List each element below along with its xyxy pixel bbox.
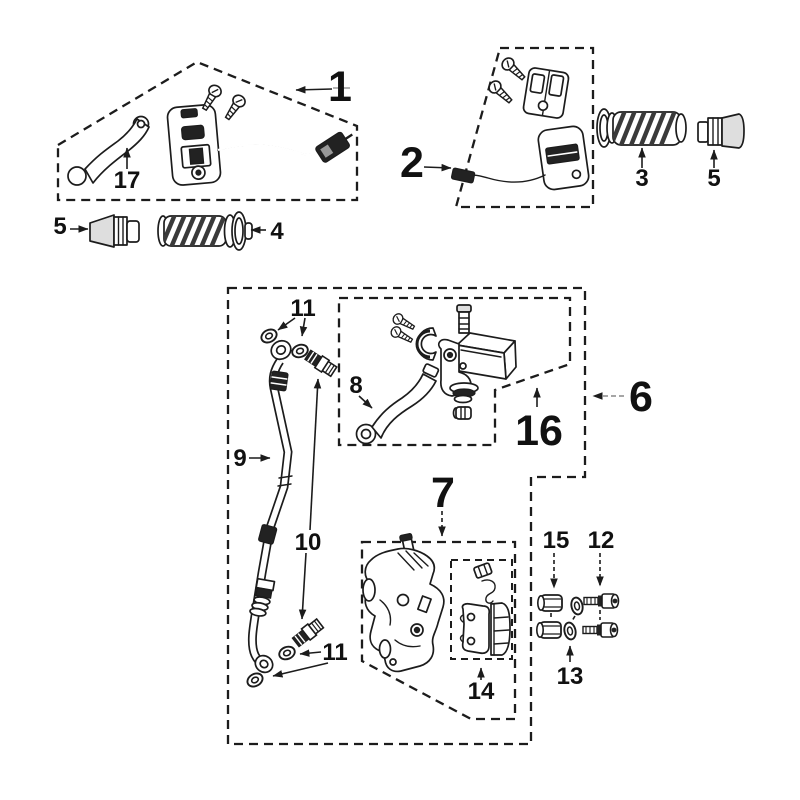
callout-7: 7 — [431, 469, 455, 517]
hose-end-fitting — [249, 577, 276, 617]
caliper-bolt-b — [582, 622, 619, 638]
callout-12: 12 — [588, 527, 615, 554]
master-cylinder-reservoir — [456, 332, 517, 380]
pad-spring-clips — [473, 562, 496, 604]
clutch-lever — [67, 115, 150, 186]
callout-9: 9 — [233, 445, 246, 472]
sealing-washer-bottom-a — [276, 643, 298, 663]
reservoir-cap-bolt — [456, 304, 472, 334]
right-switch-housing-lower — [450, 125, 590, 191]
arrow-to-banjo-10-lower — [298, 552, 307, 620]
lever-clamp-piece — [452, 406, 472, 420]
arrow-to-washer-11-top-a — [277, 317, 296, 331]
callout-8: 8 — [349, 372, 362, 399]
callout-17: 17 — [114, 167, 141, 194]
group-box-2 — [454, 46, 595, 209]
bar-end-weight-left — [89, 214, 140, 248]
arrow-to-washer-11-bottom-b — [272, 662, 329, 678]
throttle-grip — [596, 108, 687, 148]
arrow-to-box-2 — [423, 163, 452, 172]
arrow-to-washer-11-top-b — [299, 317, 308, 337]
callout-3: 3 — [635, 165, 648, 192]
callout-2: 2 — [400, 139, 424, 187]
front-brake-lever — [355, 363, 440, 445]
left-handlebar-grip — [157, 211, 253, 251]
left-switch-wire-harness — [217, 131, 353, 163]
group-box-7 — [360, 540, 517, 721]
caliper-washer-a — [568, 595, 586, 617]
arrow-to-banjo-10-upper — [309, 378, 322, 531]
wire-connector — [315, 131, 353, 163]
callout-14: 14 — [468, 678, 495, 705]
callout-13: 13 — [557, 663, 584, 690]
caliper-bolt-a — [583, 593, 620, 609]
caliper-washer-b — [561, 620, 579, 642]
group-box-14 — [450, 559, 513, 660]
wire-connector — [450, 167, 476, 184]
callout-4: 4 — [270, 218, 284, 245]
callout-5-right: 5 — [707, 165, 720, 192]
master-cylinder-body — [438, 338, 479, 404]
master-cylinder-screws — [388, 311, 417, 347]
callout-arrows — [70, 85, 718, 680]
callout-11-top: 11 — [290, 295, 315, 322]
callout-5-left: 5 — [53, 213, 66, 240]
right-switch-mounting-screws — [485, 54, 529, 107]
arrow-to-lever-8 — [358, 395, 373, 409]
callout-11-bottom: 11 — [322, 639, 347, 666]
right-switch-housing-upper — [522, 67, 570, 119]
callout-10: 10 — [295, 529, 322, 556]
bar-end-weight-right — [697, 113, 745, 149]
callout-15: 15 — [543, 527, 570, 554]
link-washers-13 — [571, 615, 576, 622]
callout-6: 6 — [629, 373, 653, 421]
sealing-washer-bottom-b — [244, 669, 266, 691]
brake-caliper — [362, 533, 445, 673]
callout-1: 1 — [328, 63, 352, 111]
left-switch-housing — [166, 103, 222, 186]
banjo-bolt-upper — [303, 348, 339, 379]
caliper-bushing-b — [535, 621, 562, 639]
callout-16: 16 — [515, 407, 563, 455]
master-cylinder-clamp-crescent — [415, 327, 437, 361]
brake-pads — [459, 602, 511, 656]
banjo-bolt-lower — [290, 617, 326, 649]
brake-hose — [247, 339, 293, 674]
group-box-16 — [337, 296, 572, 447]
arrow-to-box-1 — [295, 85, 333, 94]
caliper-bushing-a — [536, 594, 563, 612]
group-box-6 — [226, 286, 587, 746]
arrow-to-washer-11-bottom-a — [299, 649, 322, 657]
